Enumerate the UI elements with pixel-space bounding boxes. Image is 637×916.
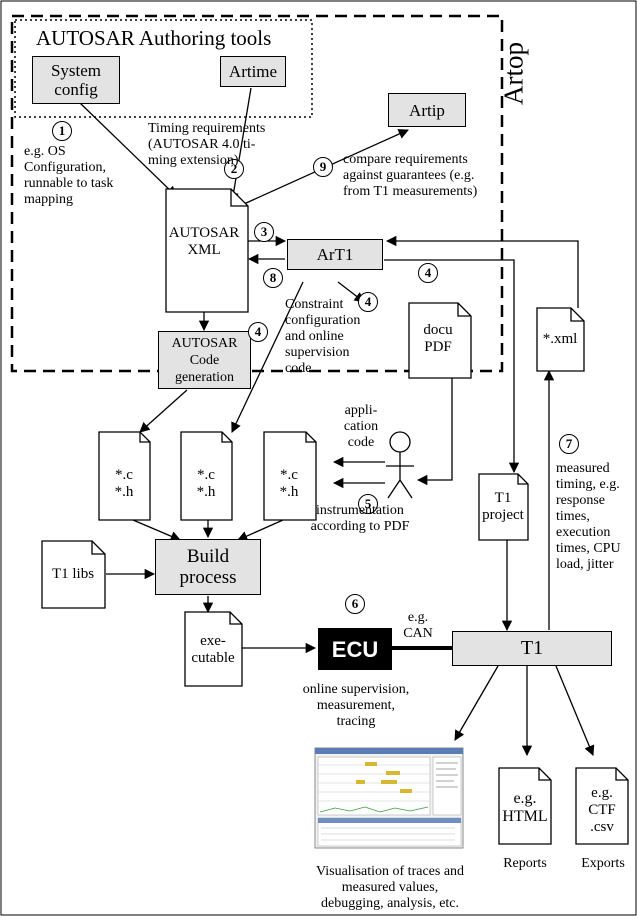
executable-label: exe- cutable [191, 633, 235, 666]
developer-icon [386, 431, 414, 499]
document-autosar-xml [165, 188, 249, 313]
ctf-label: e.g. CTF .csv [588, 785, 616, 835]
step-badge-4a: 4 [418, 263, 438, 283]
c-file-3-label: *.c *.h [279, 467, 299, 500]
arrow-pdf-to-developer [416, 360, 453, 486]
arrow-c3-to-build [237, 519, 284, 541]
document-c-file-2 [180, 431, 233, 521]
build-process-box: Build process [155, 539, 261, 595]
artime-box: Artime [220, 56, 286, 87]
document-c-file-1 [98, 431, 151, 521]
arrow-art1-to-c2 [231, 281, 304, 433]
system-config-box: System config [32, 56, 120, 104]
c-file-2-label: *.c *.h [196, 467, 216, 500]
code-generation-box: AUTOSAR Code generation [158, 331, 251, 389]
annotation-step9: compare requirements against guarantees … [343, 152, 478, 199]
t1-libs-label: T1 libs [51, 566, 95, 582]
arrow-artime-to-xml [228, 87, 252, 204]
arrow-system-config-to-xml [79, 102, 177, 197]
annotation-ecu-caption: online supervision, measurement, tracing [302, 682, 410, 729]
authoring-tools-boundary [14, 19, 313, 118]
arrow-art1-to-t1project [384, 259, 520, 474]
arrow-c1-to-build [132, 519, 181, 542]
annotation-instrumentation: instrumentation according to PDF [310, 503, 410, 534]
document-executable [184, 611, 243, 687]
c-file-1-label: *.c *.h [114, 467, 134, 500]
artop-label: Artop [498, 42, 529, 105]
step-badge-4c: 4 [248, 322, 268, 342]
artip-box: Artip [388, 93, 466, 127]
arrow-xml-file-to-art1 [385, 235, 579, 308]
annotation-step2: Timing requirements (AUTOSAR 4.0 ti- min… [148, 121, 266, 168]
step-badge-2: 2 [224, 159, 244, 179]
document-t1-project [478, 473, 529, 541]
document-docu-pdf [408, 302, 472, 379]
step-badge-8: 8 [263, 268, 283, 288]
step-badge-5: 5 [358, 494, 378, 514]
docu-pdf-label: docu PDF [423, 322, 453, 355]
annotation-measured: measured timing, e.g. response times, ex… [556, 461, 621, 572]
arrow-t1-to-visualisation [454, 665, 499, 741]
annotation-application-code: appli- cation code [343, 403, 379, 450]
artop-boundary [10, 14, 504, 373]
step-badge-6: 6 [345, 594, 365, 614]
arrow-codegen-to-c1 [139, 389, 188, 433]
step-badge-4b: 4 [358, 292, 378, 312]
annotation-exports: Exports [581, 856, 625, 871]
annotation-reports: Reports [503, 856, 547, 871]
document-html [498, 767, 552, 845]
document-xml-file [536, 307, 585, 372]
annotation-can: e.g. CAN [403, 610, 433, 641]
t1-box: T1 [452, 631, 612, 666]
document-t1-libs [41, 540, 106, 609]
art1-box: ArT1 [287, 239, 383, 270]
arrow-t1-to-exports [555, 665, 595, 756]
annotation-constraint: Constraint configuration and online supe… [285, 297, 361, 376]
autosar-xml-label: AUTOSAR XML [168, 225, 240, 258]
step-badge-7: 7 [559, 434, 579, 454]
authoring-tools-title: AUTOSAR Authoring tools [36, 26, 272, 50]
step-badge-3: 3 [254, 222, 274, 242]
document-c-file-3 [263, 431, 317, 521]
annotation-visualisation: Visualisation of traces and measured val… [315, 864, 465, 911]
step-badge-1: 1 [52, 121, 72, 141]
xml-file-label: *.xml [542, 331, 578, 347]
html-label: e.g. HTML [502, 790, 548, 825]
document-ctf [575, 767, 629, 845]
t1-project-label: T1 project [482, 490, 524, 523]
visualisation-screenshot [314, 747, 464, 849]
ecu-box: ECU [318, 628, 392, 670]
step-badge-9: 9 [313, 157, 333, 177]
annotation-step1: e.g. OS Configuration, runnable to task … [24, 144, 114, 207]
